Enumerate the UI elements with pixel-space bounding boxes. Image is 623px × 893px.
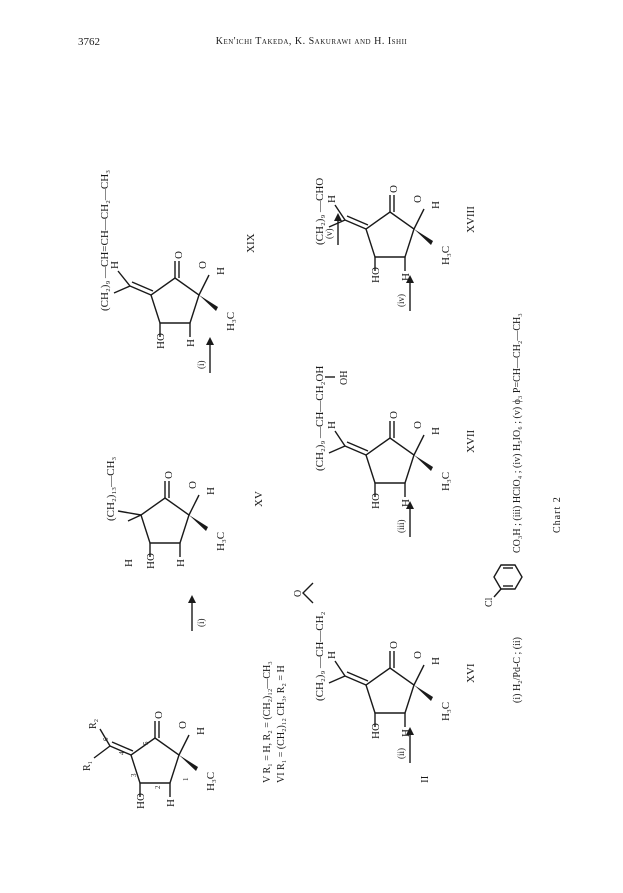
atom-h: H bbox=[400, 729, 412, 737]
arrow-ii: (ii) bbox=[396, 727, 414, 763]
chloro-label: Cl bbox=[484, 597, 495, 607]
atom-ho: HO bbox=[145, 553, 157, 569]
page-number: 3762 bbox=[78, 36, 100, 48]
ring-number: 6 bbox=[102, 737, 110, 741]
atom-h: H bbox=[400, 273, 412, 281]
atom-h3c: H₃C bbox=[215, 532, 227, 551]
atom-h: H bbox=[165, 799, 177, 807]
label-vi: VI R₁ = (CH₂)₁₂ CH₃, R₂ = H bbox=[276, 665, 287, 783]
arrow-i-2: (i) bbox=[196, 337, 214, 373]
arrow-label: (i) bbox=[196, 619, 206, 628]
reagents-part2: CO₃H ; (iii) HClO₄ ; (iv) H₅IO₆ ; (v) ϕ₃… bbox=[512, 313, 523, 553]
compound-xix: HO H H₃C H O O H (CH₂)₉ —CH=CH—CH₂—CH₃ bbox=[99, 170, 237, 349]
epoxide-o: O bbox=[293, 590, 304, 597]
label-xix: XIX bbox=[245, 233, 257, 253]
atom-o-carbonyl: O bbox=[388, 185, 400, 193]
chain-xvii: (CH₂)₉ —CH—CH₂OH bbox=[314, 366, 326, 471]
chain-xviii: (CH₂)₉ —CHO bbox=[314, 178, 326, 245]
atom-h: H bbox=[215, 267, 227, 275]
atom-h: H bbox=[400, 499, 412, 507]
atom-h3c: H₃C bbox=[440, 702, 452, 721]
atom-h: H bbox=[195, 727, 207, 735]
label-xvii: XVII bbox=[465, 429, 477, 453]
start-label: II bbox=[419, 775, 431, 783]
running-head: Ken'ichi Takeda, K. Sakurawi and H. Ishi… bbox=[215, 36, 408, 47]
ring-number: 4 bbox=[118, 751, 126, 755]
atom-ho: HO bbox=[370, 493, 382, 509]
atom-o-ring: O bbox=[412, 421, 424, 429]
atom-o-ring: O bbox=[412, 195, 424, 203]
benzene-ring-icon: Cl bbox=[484, 564, 523, 607]
atom-h: H bbox=[185, 339, 197, 347]
arrow-label: (iii) bbox=[396, 520, 406, 534]
atom-o-carbonyl: O bbox=[388, 411, 400, 419]
atom-ho: HO bbox=[370, 267, 382, 283]
arrow-i-1: (i) bbox=[188, 595, 206, 631]
atom-h3c: H₃C bbox=[205, 772, 217, 791]
atom-h: H bbox=[430, 201, 442, 209]
chain-xvi: (CH₂)₉ —CH—CH₂ bbox=[314, 611, 326, 701]
arrow-iv: (iv) bbox=[396, 275, 414, 311]
atom-o-ring: O bbox=[197, 261, 209, 269]
atom-o-ring: O bbox=[412, 651, 424, 659]
chart-label: Chart 2 bbox=[552, 496, 563, 533]
arrow-label: (iv) bbox=[396, 294, 406, 307]
label-v: V R₁ = H, R₂ = (CH₂)₁₂—CH₃ bbox=[262, 661, 273, 783]
arrow-label: (i) bbox=[196, 361, 206, 370]
atom-h: H bbox=[123, 559, 135, 567]
atom-h: H bbox=[175, 559, 187, 567]
atom-h: H bbox=[430, 427, 442, 435]
label-xviii: XVIII bbox=[465, 206, 477, 233]
r1-label: R₁ bbox=[82, 761, 93, 771]
atom-h: H bbox=[326, 651, 338, 659]
r2-label: R₂ bbox=[88, 719, 99, 729]
atom-ho: HO bbox=[370, 723, 382, 739]
atom-h3c: H₃C bbox=[440, 472, 452, 491]
label-xv: XV bbox=[253, 491, 265, 507]
compound-xv: HO H H H₃C H O O (CH₂)₁₃—CH₃ bbox=[105, 457, 227, 569]
arrow-label: (ii) bbox=[396, 748, 406, 759]
atom-o-ring: O bbox=[177, 721, 189, 729]
atom-o-carbonyl: O bbox=[388, 641, 400, 649]
chain-xv: (CH₂)₁₃—CH₃ bbox=[105, 457, 117, 521]
atom-ho: HO bbox=[155, 333, 167, 349]
atom-ho: HO bbox=[135, 793, 147, 809]
xvii-oh: OH bbox=[339, 371, 350, 385]
scheme-rotated: HO H H₃C H O O R₁ R₂ 1 2 3 4 5 6 V R₁ = … bbox=[82, 170, 563, 809]
atom-h3c: H₃C bbox=[225, 312, 237, 331]
chain-xix: (CH₂)₉ —CH=CH—CH₂—CH₃ bbox=[99, 170, 111, 311]
atom-h: H bbox=[326, 421, 338, 429]
atom-h3c: H₃C bbox=[440, 246, 452, 265]
arrow-iii: (iii) bbox=[396, 501, 414, 537]
atom-o-carbonyl: O bbox=[153, 711, 165, 719]
atom-o-ring: O bbox=[187, 481, 199, 489]
atom-o-carbonyl: O bbox=[173, 251, 185, 259]
atom-o-carbonyl: O bbox=[163, 471, 175, 479]
compound-v-vi: HO H H₃C H O O R₁ R₂ 1 2 3 4 5 6 bbox=[82, 711, 217, 809]
arrow-label: (v) bbox=[324, 229, 334, 240]
page-header: 3762 Ken'ichi Takeda, K. Sakurawi and H.… bbox=[0, 36, 623, 56]
atom-h: H bbox=[109, 261, 121, 269]
ring-number: 3 bbox=[130, 773, 138, 777]
label-xvi: XVI bbox=[465, 663, 477, 683]
ring-number: 5 bbox=[142, 741, 150, 745]
compound-xvi: HO H H₃C H O O H (CH₂)₉ —CH—CH₂ O bbox=[293, 582, 452, 739]
reagents-part1: (i) H₂/Pd-C ; (ii) bbox=[512, 637, 523, 703]
compound-xvii: HO H H₃C H O O H (CH₂)₉ —CH—CH₂OH OH bbox=[314, 366, 452, 509]
ring-number: 2 bbox=[154, 785, 162, 789]
arrow-v: (v) bbox=[324, 213, 342, 245]
atom-h: H bbox=[326, 195, 338, 203]
ring-number: 1 bbox=[182, 777, 190, 781]
atom-h: H bbox=[430, 657, 442, 665]
atom-h: H bbox=[205, 487, 217, 495]
compound-xviii: HO H H₃C H O O H (CH₂)₉ —CHO bbox=[314, 178, 452, 283]
